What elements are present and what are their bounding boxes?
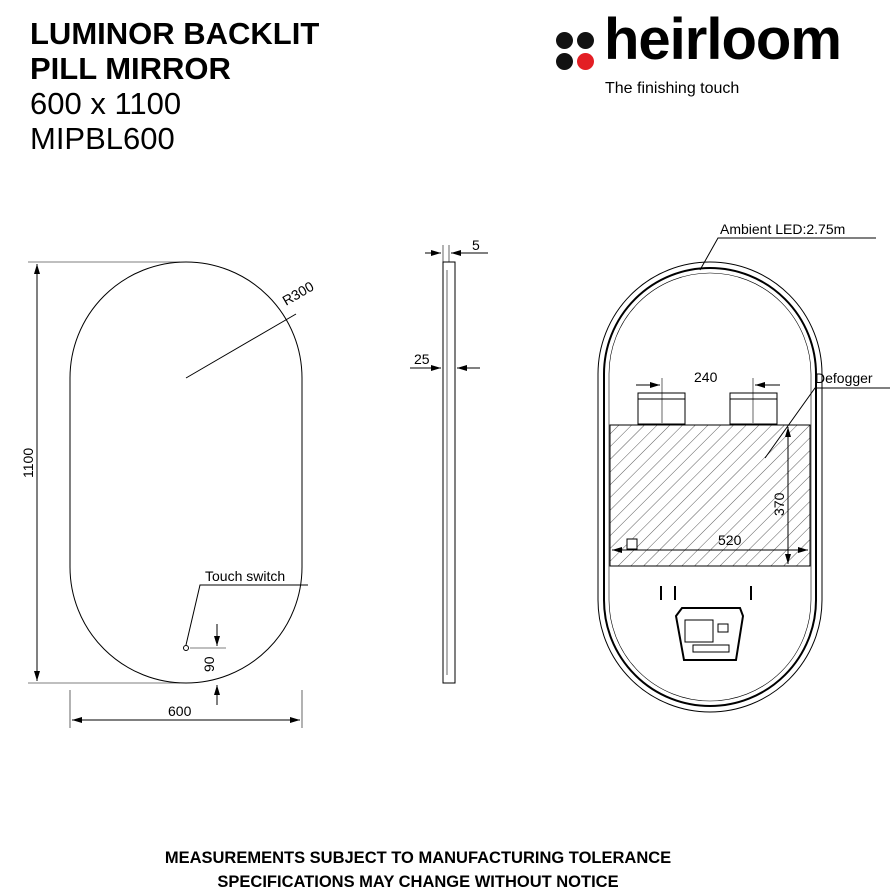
- product-size: 600 x 1100: [30, 86, 182, 121]
- radius-leader: [185, 313, 297, 379]
- side-view: [410, 245, 488, 684]
- back-view: [597, 237, 890, 713]
- defogger-height-label: 370: [771, 492, 787, 516]
- side-profile: [442, 261, 456, 684]
- switch-offset-label: 90: [201, 656, 217, 672]
- product-code: MIPBL600: [30, 121, 175, 156]
- spacing-label: 240: [694, 369, 718, 385]
- footer-specs: SPECIFICATIONS MAY CHANGE WITHOUT NOTICE: [217, 873, 619, 891]
- logo-dots-icon: [556, 32, 596, 72]
- height-dimension-label: 1100: [20, 448, 36, 478]
- logo-wordmark: heirloom: [604, 7, 842, 72]
- defogger-leader: [764, 387, 890, 459]
- mirror-outline: [69, 261, 303, 684]
- title-line-2: PILL MIRROR: [30, 51, 231, 86]
- product-title: LUMINOR BACKLIT PILL MIRROR 600 x 1100 M…: [30, 16, 319, 156]
- thickness-label: 5: [472, 237, 480, 253]
- touch-switch-label: Touch switch: [205, 568, 285, 584]
- defogger-label: Defogger: [815, 370, 873, 386]
- touch-switch-dot: [183, 645, 189, 651]
- width-dimension-label: 600: [168, 703, 192, 719]
- bracket-left: [637, 392, 686, 425]
- ambient-led-leader: [699, 237, 876, 271]
- touch-switch-leader: [185, 584, 308, 646]
- control-box: [674, 607, 745, 661]
- front-view: [28, 261, 308, 728]
- defogger-width-label: 520: [718, 532, 742, 548]
- led-connectors: [660, 586, 752, 600]
- title-line-1: LUMINOR BACKLIT: [30, 16, 320, 51]
- logo-tagline: The finishing touch: [605, 80, 740, 97]
- defogger-pad: [609, 424, 811, 567]
- bracket-right: [729, 392, 778, 425]
- ambient-led-label: Ambient LED:2.75m: [720, 221, 845, 237]
- back-outline: [597, 261, 823, 713]
- footer-tolerance: MEASUREMENTS SUBJECT TO MANUFACTURING TO…: [164, 849, 672, 867]
- radius-label: R300: [280, 278, 317, 309]
- depth-label: 25: [414, 351, 430, 367]
